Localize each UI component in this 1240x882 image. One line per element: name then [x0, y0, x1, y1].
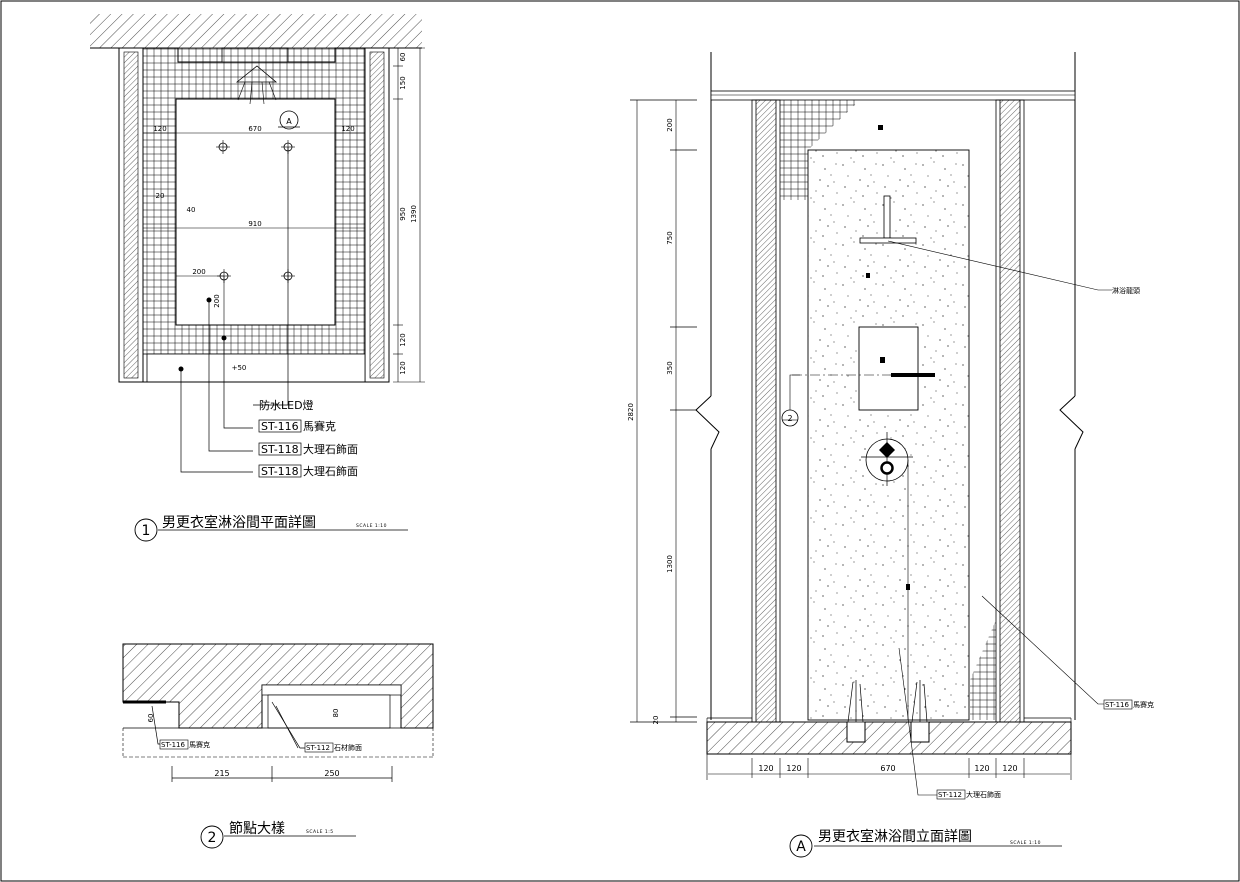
node-dim-80: 80	[332, 709, 340, 718]
elev-section-tag-number: 2	[787, 414, 792, 423]
elev-bottom-dim-5: 120	[1002, 764, 1017, 773]
svg-text:A: A	[286, 117, 292, 126]
plan-dim-150: 150	[399, 76, 407, 89]
plan-callout-led-text: 防水LED燈	[259, 398, 314, 412]
plan-marble-panel	[175, 98, 336, 326]
elev-dim-750: 750	[666, 231, 674, 244]
plan-dim-950: 950	[399, 207, 407, 220]
plan-dim-120-a: 120	[399, 333, 407, 346]
plan-title: 男更衣室淋浴間平面詳圖	[162, 514, 316, 531]
plan-title-marker	[134, 518, 158, 542]
plan-view: A 120 670 120 910 20 40 200 200 +50	[90, 14, 425, 542]
plan-dim-910: 910	[248, 220, 261, 228]
plan-dim-120-b: 120	[399, 361, 407, 374]
plan-title-marker-number: 1	[142, 523, 151, 539]
elev-title: 男更衣室淋浴間立面詳圖	[818, 828, 972, 845]
elev-callout-st112-text: 大理石飾面	[966, 790, 1001, 799]
node-callout-st116-code: ST-116	[161, 741, 186, 749]
node-dim-215: 215	[214, 769, 229, 778]
plan-top-slab	[90, 14, 422, 48]
elev-shower-head-icon	[859, 195, 917, 244]
node-callout-st116-text: 馬賽克	[189, 740, 210, 749]
elev-mosaic-top	[780, 100, 860, 200]
elev-title-marker-letter: A	[796, 839, 806, 855]
elev-floor-hatch	[706, 721, 1072, 755]
plan-dim-670: 670	[248, 125, 261, 133]
plan-dim-120-left: 120	[153, 125, 166, 133]
plan-dim-200-v: 200	[213, 294, 221, 307]
elev-callout-st112-code: ST-112	[938, 791, 962, 799]
node-scale: SCALE 1:5	[306, 829, 334, 835]
plan-right-wall-hatch	[369, 51, 385, 379]
node-detail-view: 60 80 ST-116 馬賽克 ST-112 石材飾面 215 250 2 節…	[122, 643, 434, 849]
plan-dim-200-h: 200	[192, 268, 205, 276]
elev-dim-350: 350	[666, 361, 674, 374]
node-title-marker-number: 2	[208, 830, 217, 846]
plan-callout-st116-text: 馬賽克	[303, 419, 336, 433]
node-dim-250: 250	[324, 769, 339, 778]
plan-dim-60: 60	[399, 53, 407, 62]
node-title: 節點大樣	[229, 820, 285, 837]
plan-dim-plus50: +50	[232, 364, 247, 372]
node-callout-st112-code: ST-112	[306, 744, 330, 752]
plan-dim-20: 20	[156, 192, 165, 200]
plan-threshold	[146, 353, 366, 383]
node-callout-st112-text: 石材飾面	[334, 743, 362, 752]
elev-mixer-valve-icon	[861, 432, 913, 486]
elev-marble-panel	[807, 149, 970, 721]
elev-dim-2820: 2820	[627, 403, 635, 421]
node-title-marker	[200, 825, 224, 849]
elev-niche	[858, 326, 919, 411]
elevation-view: 2 200 750 350 1300 20 2820	[627, 52, 1154, 858]
elev-dim-20: 20	[652, 716, 660, 725]
elev-dim-200: 200	[666, 118, 674, 131]
plan-callout-st118-code-b: ST-118	[261, 465, 299, 478]
elev-drain-icon	[846, 680, 930, 743]
plan-callout-st118-text-b: 大理石飾面	[303, 464, 358, 478]
elev-title-marker	[789, 834, 813, 858]
elev-callout-shower-text: 淋浴龍頭	[1112, 286, 1140, 295]
elev-scale: SCALE 1:10	[1010, 840, 1041, 846]
plan-dim-40: 40	[187, 206, 196, 214]
elev-bottom-dim-3: 670	[880, 764, 895, 773]
elev-callout-st116-code: ST-116	[1105, 701, 1130, 709]
node-dim-60: 60	[147, 714, 155, 723]
elev-bottom-dim-1: 120	[758, 764, 773, 773]
plan-callout-st116-code: ST-116	[261, 420, 299, 433]
plan-dim-1390: 1390	[410, 205, 418, 223]
elev-bottom-dim-2: 120	[786, 764, 801, 773]
elev-callout-st116-text: 馬賽克	[1133, 700, 1154, 709]
node-marble-block	[261, 684, 402, 696]
elev-mosaic-bottom-right	[970, 620, 996, 720]
plan-callout-st118-code-a: ST-118	[261, 443, 299, 456]
elev-left-wall-hatch	[755, 99, 777, 723]
elev-dim-1300: 1300	[666, 555, 674, 573]
plan-scale: SCALE 1:10	[356, 523, 387, 529]
plan-elevation-marker-icon: A	[278, 110, 300, 130]
plan-callout-st118-text-a: 大理石飾面	[303, 442, 358, 456]
plan-led-lamp	[235, 65, 278, 105]
elev-bottom-dim-4: 120	[974, 764, 989, 773]
plan-dim-120-right: 120	[341, 125, 354, 133]
plan-left-wall-hatch	[123, 51, 139, 379]
